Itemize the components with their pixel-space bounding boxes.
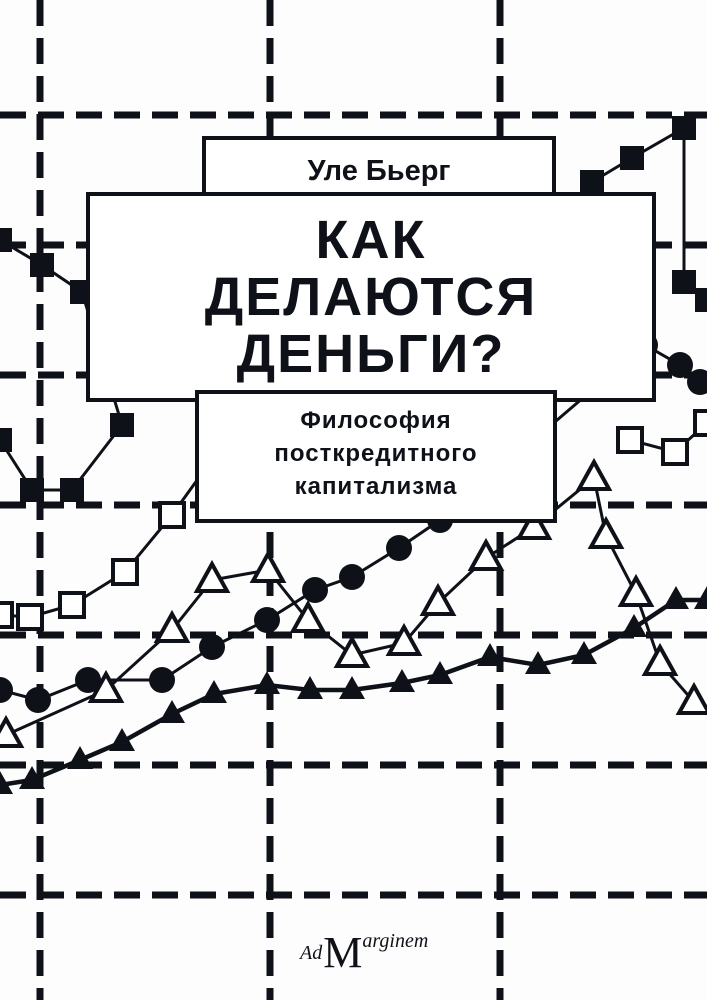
filled-triangle-marker-icon (571, 641, 597, 664)
filled-triangle-marker-icon (201, 680, 227, 703)
filled-square-marker-icon (580, 170, 604, 194)
filled-circle-marker-icon (0, 677, 13, 703)
open-triangle-marker-icon (641, 642, 679, 676)
filled-square-marker-icon (695, 288, 707, 312)
filled-square-marker-icon (620, 146, 644, 170)
open-triangle-marker-icon (675, 681, 707, 715)
filled-circle-marker-icon (25, 687, 51, 713)
filled-triangle-marker-icon (19, 766, 45, 789)
subtitle-box: Философия посткредитного капитализма (195, 390, 557, 523)
filled-triangle-marker-icon (477, 643, 503, 666)
open-square-marker-icon (16, 603, 44, 631)
filled-circle-marker-icon (75, 667, 101, 693)
filled-triangle-marker-icon (621, 614, 647, 637)
open-triangle-marker-icon (575, 457, 613, 491)
filled-circle-marker-icon (254, 607, 280, 633)
filled-triangle-marker-icon (525, 651, 551, 674)
filled-square-marker-icon (110, 413, 134, 437)
series-line-open-triangles (5, 475, 696, 737)
filled-square-marker-icon (0, 428, 12, 452)
open-triangle-marker-icon (515, 506, 553, 540)
filled-triangle-marker-icon (0, 771, 13, 794)
title-line-3: ДЕНЬГИ? (236, 323, 506, 384)
filled-circle-marker-icon (386, 535, 412, 561)
title-box: КАК ДЕЛАЮТСЯ ДЕНЬГИ? (86, 192, 656, 402)
open-square-marker-icon (58, 591, 86, 619)
filled-square-marker-icon (30, 253, 54, 277)
author-name: Уле Бьерг (307, 154, 451, 187)
filled-circle-marker-icon (667, 352, 693, 378)
open-square-marker-icon (0, 601, 14, 629)
open-square-marker-icon (661, 438, 689, 466)
filled-triangle-marker-icon (67, 746, 93, 769)
filled-triangle-marker-icon (159, 700, 185, 723)
filled-circle-marker-icon (339, 564, 365, 590)
filled-square-marker-icon (60, 478, 84, 502)
publisher-logo-ad: Ad (300, 942, 323, 964)
filled-triangle-marker-icon (297, 676, 323, 699)
open-triangle-marker-icon (193, 559, 231, 593)
filled-triangle-marker-icon (389, 669, 415, 692)
open-square-marker-icon (616, 426, 644, 454)
open-triangle-marker-icon (289, 599, 327, 633)
filled-triangle-marker-icon (663, 586, 689, 609)
open-triangle-marker-icon (333, 634, 371, 668)
title-line-2: ДЕЛАЮТСЯ (204, 266, 538, 327)
open-triangle-marker-icon (419, 582, 457, 616)
title-line-1: КАК (315, 209, 427, 270)
publisher-logo-rest: arginem (362, 930, 429, 952)
filled-square-marker-icon (672, 270, 696, 294)
open-triangle-marker-icon (617, 573, 655, 607)
publisher-logo-m: M (323, 928, 363, 977)
open-triangle-marker-icon (153, 609, 191, 643)
filled-square-marker-icon (0, 228, 12, 252)
open-triangle-marker-icon (385, 622, 423, 656)
filled-triangle-marker-icon (339, 676, 365, 699)
open-square-marker-icon (111, 558, 139, 586)
filled-triangle-marker-icon (427, 661, 453, 684)
filled-circle-marker-icon (687, 369, 707, 395)
subtitle-line-2: посткредитного (274, 440, 478, 467)
filled-circle-marker-icon (149, 667, 175, 693)
publisher-logo: Ad M arginem (300, 925, 460, 975)
open-triangle-marker-icon (87, 669, 125, 703)
subtitle-line-1: Философия (300, 407, 452, 434)
subtitle-line-3: капитализма (294, 473, 458, 500)
open-triangle-marker-icon (249, 549, 287, 583)
open-square-marker-icon (158, 501, 186, 529)
filled-triangle-marker-icon (109, 728, 135, 751)
filled-circle-marker-icon (199, 634, 225, 660)
open-triangle-marker-icon (467, 537, 505, 571)
open-triangle-marker-icon (587, 515, 625, 549)
open-triangle-marker-icon (0, 714, 25, 748)
open-square-marker-icon (693, 409, 707, 437)
filled-square-marker-icon (672, 116, 696, 140)
filled-triangle-marker-icon (254, 671, 280, 694)
filled-circle-marker-icon (302, 577, 328, 603)
filled-triangle-marker-icon (694, 586, 707, 609)
filled-square-marker-icon (20, 478, 44, 502)
